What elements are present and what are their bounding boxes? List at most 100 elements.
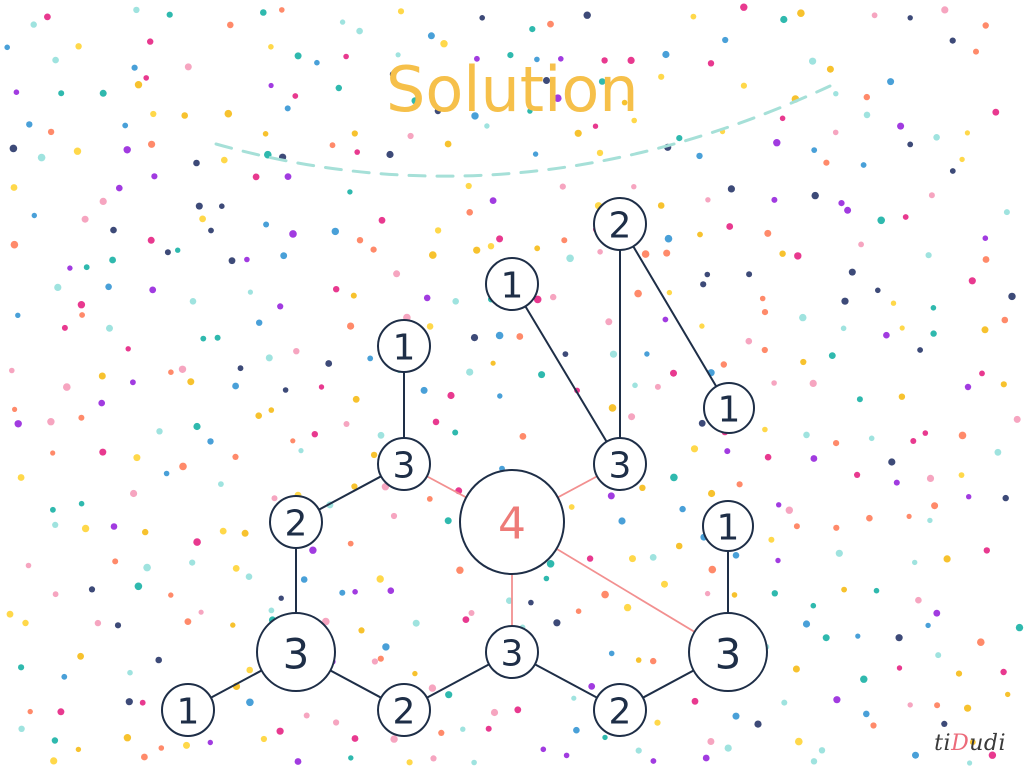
confetti-dot — [866, 514, 873, 522]
confetti-dot — [58, 90, 65, 97]
confetti-dot — [506, 597, 513, 604]
confetti-dot — [977, 638, 985, 646]
confetti-dot — [841, 586, 847, 593]
confetti-dot — [771, 196, 778, 203]
confetti-dot — [745, 337, 753, 345]
confetti-dot — [871, 12, 878, 19]
confetti-dot — [964, 383, 972, 391]
confetti-dot — [10, 240, 19, 249]
confetti-dot — [495, 331, 504, 340]
confetti-dot — [485, 725, 492, 732]
confetti-dot — [168, 369, 174, 376]
confetti-dot — [833, 524, 840, 531]
confetti-dot — [870, 722, 877, 729]
confetti-dot — [696, 152, 703, 160]
confetti-dot — [540, 746, 547, 753]
confetti-dot — [158, 745, 165, 751]
confetti-dot — [471, 759, 477, 766]
confetti-dot — [4, 44, 10, 51]
confetti-dot — [762, 426, 768, 433]
confetti-dot — [1000, 668, 1007, 676]
confetti-dot — [52, 56, 59, 64]
confetti-dot — [284, 105, 291, 112]
confetti-dot — [50, 450, 56, 456]
confetti-dot — [377, 431, 385, 439]
confetti-dot — [26, 121, 33, 128]
confetti-dot — [116, 184, 123, 192]
confetti-dot — [553, 619, 561, 627]
confetti-dot — [691, 697, 699, 705]
confetti-dot — [386, 150, 394, 159]
confetti-dot — [959, 156, 965, 163]
confetti-dot — [237, 365, 244, 372]
confetti-dot — [664, 234, 673, 243]
confetti-dot — [354, 149, 361, 155]
confetti-dot — [809, 57, 817, 65]
confetti-dot — [794, 252, 802, 260]
confetti-dot — [428, 684, 437, 692]
confetti-dot — [294, 758, 302, 765]
confetti-dot — [260, 9, 267, 16]
confetti-dot — [690, 13, 697, 20]
confetti-dot — [654, 383, 661, 390]
node: 2 — [593, 197, 647, 251]
confetti-dot — [77, 652, 84, 660]
confetti-dot — [810, 758, 818, 765]
confetti-dot — [650, 657, 657, 665]
confetti-dot — [598, 78, 606, 85]
confetti-dot — [166, 11, 173, 18]
confetti-dot — [438, 729, 445, 737]
confetti-dot — [863, 93, 870, 101]
confetti-dot — [370, 246, 377, 253]
confetti-dot — [907, 141, 914, 148]
confetti-dot — [123, 734, 132, 742]
confetti-dot — [52, 591, 59, 598]
confetti-dot — [958, 472, 965, 478]
node-circle — [593, 683, 647, 737]
center-node: 4 — [459, 469, 565, 575]
node-label: 1 — [717, 508, 740, 549]
confetti-dot — [207, 438, 214, 445]
confetti-dot — [356, 27, 363, 35]
confetti-dot — [244, 256, 250, 263]
confetti-dot — [983, 547, 990, 554]
confetti-dot — [941, 720, 948, 728]
confetti-dot — [276, 727, 284, 735]
confetti-dot — [926, 474, 935, 482]
confetti-dot — [6, 610, 14, 618]
confetti-dot — [979, 370, 985, 377]
confetti-dot — [832, 129, 839, 136]
confetti-dot — [147, 38, 154, 45]
confetti-dot — [968, 277, 976, 285]
confetti-dot — [50, 506, 56, 513]
confetti-dot — [47, 128, 55, 136]
confetti-dot — [22, 619, 29, 627]
confetti-dot — [698, 419, 706, 427]
confetti-dot — [697, 231, 703, 238]
confetti-dot — [927, 517, 933, 524]
confetti-dot — [779, 250, 786, 257]
confetti-dot — [982, 22, 989, 29]
confetti-dot — [969, 739, 976, 746]
confetti-dot — [863, 710, 870, 718]
confetti-dot — [110, 226, 117, 234]
confetti-dot — [130, 379, 136, 386]
confetti-dot — [230, 622, 236, 628]
confetti-dot — [351, 483, 358, 490]
confetti-dot — [662, 50, 670, 59]
confetti-dot — [390, 735, 398, 743]
confetti-dot — [764, 229, 772, 237]
confetti-dot — [63, 383, 71, 391]
confetti-dot — [566, 254, 574, 263]
confetti-dot — [352, 589, 358, 595]
confetti-dot — [588, 683, 596, 690]
confetti-dot — [351, 130, 358, 137]
confetti-dot — [558, 56, 564, 62]
confetti-dot — [106, 324, 113, 332]
confetti-dot — [1008, 292, 1016, 301]
confetti-dot — [779, 115, 786, 122]
confetti-dot — [252, 173, 260, 181]
confetti-dot — [964, 704, 972, 712]
confetti-dot — [282, 387, 289, 393]
